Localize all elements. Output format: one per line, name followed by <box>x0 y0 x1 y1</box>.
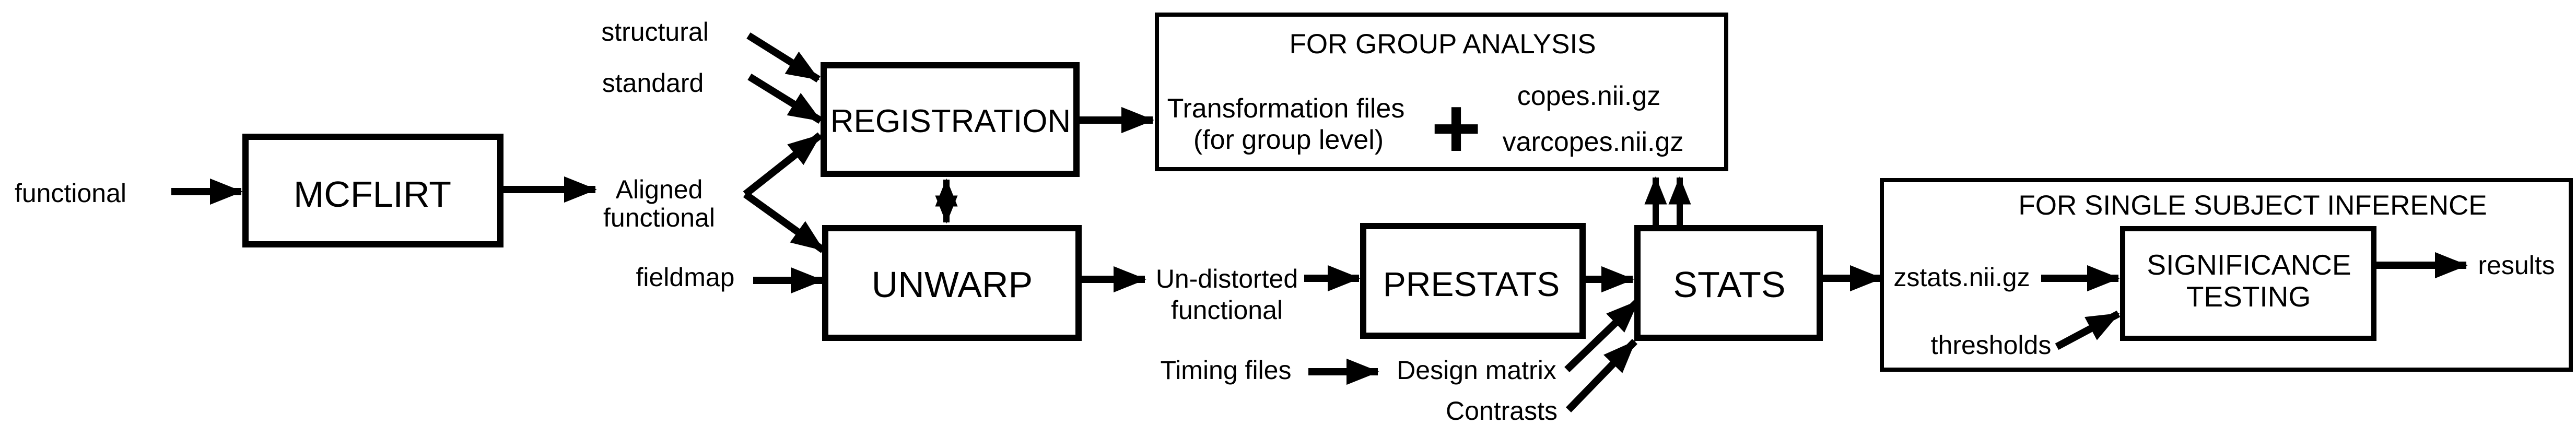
functional-input-label: functional <box>15 179 126 208</box>
results-label: results <box>2478 251 2555 280</box>
varcopes-file-label: varcopes.nii.gz <box>1503 127 1684 157</box>
group-analysis-box <box>1155 13 1728 171</box>
arrow-aligned-to-registration <box>743 132 823 197</box>
transformation-files-label-line1: Transformation files <box>1167 93 1405 124</box>
standard-label: standard <box>602 68 704 98</box>
arrow-contrasts-to-stats <box>1565 339 1638 412</box>
fieldmap-label: fieldmap <box>636 263 735 292</box>
unwarp-label: UNWARP <box>872 264 1033 305</box>
timing-files-label: Timing files <box>1161 356 1292 385</box>
plus-icon: + <box>1431 80 1481 176</box>
contrasts-label: Contrasts <box>1446 396 1558 426</box>
design-matrix-label: Design matrix <box>1397 356 1556 385</box>
copes-file-label: copes.nii.gz <box>1517 81 1661 111</box>
zstats-file-label: zstats.nii.gz <box>1893 263 2030 292</box>
registration-label: REGISTRATION <box>830 103 1071 139</box>
aligned-functional-label-line1: Aligned <box>616 175 703 204</box>
arrow-thresholds-to-significance <box>2055 310 2121 350</box>
undistorted-functional-label-line1: Un-distorted <box>1156 264 1298 293</box>
transformation-files-label-line2: (for group level) <box>1193 125 1384 155</box>
significance-testing-label-line2: TESTING <box>2186 280 2311 313</box>
significance-testing-label-line1: SIGNIFICANCE <box>2147 249 2351 281</box>
arrow-design-matrix-to-stats <box>1564 298 1641 373</box>
arrow-standard-to-registration <box>747 74 823 124</box>
significance-testing-box <box>2120 226 2376 341</box>
stats-label: STATS <box>1673 264 1785 305</box>
prestats-box <box>1360 223 1586 339</box>
group-analysis-title: FOR GROUP ANALYSIS <box>1289 29 1596 60</box>
single-subject-inference-title: FOR SINGLE SUBJECT INFERENCE <box>2018 190 2487 221</box>
prestats-label: PRESTATS <box>1383 265 1560 303</box>
unwarp-box <box>822 225 1082 341</box>
registration-box <box>821 62 1080 177</box>
undistorted-functional-label-line2: functional <box>1171 296 1283 325</box>
arrow-structural-to-registration <box>746 32 821 82</box>
thresholds-label: thresholds <box>1931 330 2052 360</box>
structural-label: structural <box>601 17 709 46</box>
stats-box <box>1634 225 1823 341</box>
aligned-functional-label-line2: functional <box>603 203 715 232</box>
mcflirt-label: MCFLIRT <box>294 174 451 215</box>
arrow-aligned-to-unwarp <box>743 191 826 253</box>
